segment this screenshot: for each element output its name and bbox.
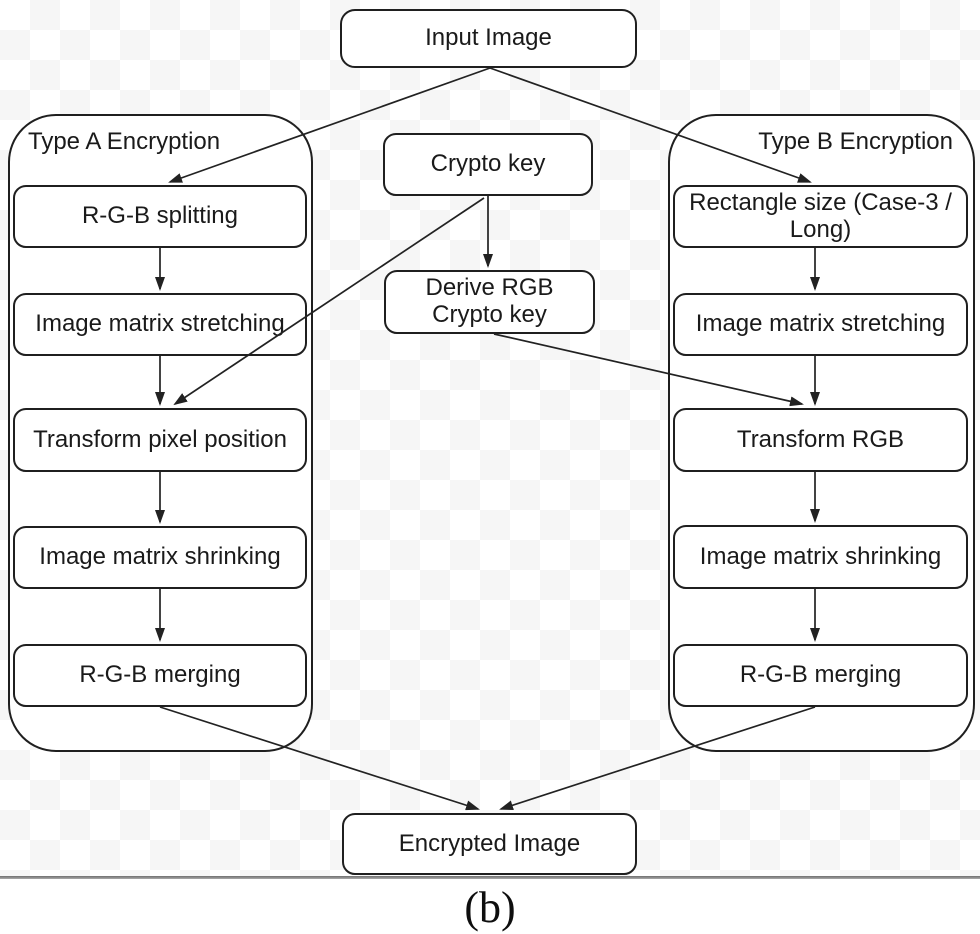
node-rgb-splitting: R-G-B splitting [13,185,307,248]
node-a-image-matrix-stretching: Image matrix stretching [13,293,307,356]
node-encrypted-image: Encrypted Image [342,813,637,875]
node-b-rgb-merging: R-G-B merging [673,644,968,707]
node-a-rgb-merging: R-G-B merging [13,644,307,707]
node-b-image-matrix-shrinking: Image matrix shrinking [673,525,968,589]
node-crypto-key: Crypto key [383,133,593,196]
encryption-flowchart: Type A Encryption Type B Encryption Inpu… [0,0,980,876]
figure-bottom-border [0,876,980,879]
node-input-image: Input Image [340,9,637,68]
node-a-image-matrix-shrinking: Image matrix shrinking [13,526,307,589]
node-transform-rgb: Transform RGB [673,408,968,472]
node-transform-pixel-position: Transform pixel position [13,408,307,472]
node-b-image-matrix-stretching: Image matrix stretching [673,293,968,356]
node-rectangle-size: Rectangle size (Case-3 / Long) [673,185,968,248]
type-a-title: Type A Encryption [28,128,221,155]
type-b-title: Type B Encryption [758,128,953,155]
node-derive-rgb-crypto-key: Derive RGB Crypto key [384,270,595,334]
figure-caption: (b) [464,883,516,932]
